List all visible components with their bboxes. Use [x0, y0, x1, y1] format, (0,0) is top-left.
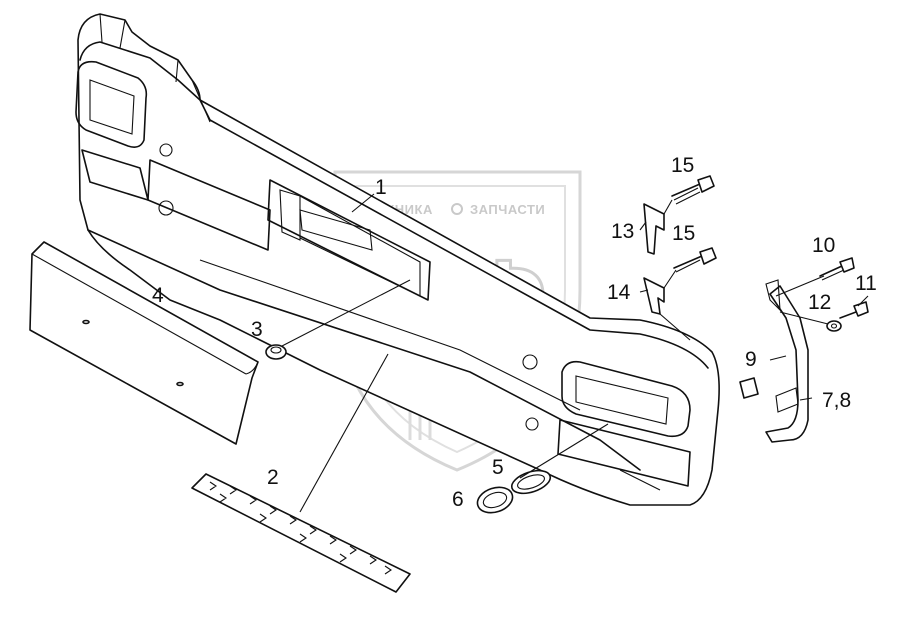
leader-1 [351, 193, 375, 213]
bolt-10 [819, 257, 855, 281]
leader-14-bumper [659, 313, 691, 341]
bumper-body [75, 13, 720, 506]
leader-7-8 [799, 397, 813, 401]
plate-panel [29, 241, 259, 445]
plate-panel-curve [245, 361, 259, 375]
callout-14: 14 [607, 281, 631, 304]
lamp-lens-inner [482, 491, 508, 509]
lamp-gasket [510, 469, 552, 495]
reflector-strip [191, 473, 411, 593]
mount-hole-right [522, 354, 538, 370]
leader-13 [639, 221, 647, 231]
bumper-top-cap [77, 13, 720, 506]
plate-panel-body [29, 241, 259, 445]
callouts: 1 2 3 4 5 6 7,8 9 10 11 12 13 14 15 15 [152, 154, 877, 511]
right-corner-edge [619, 319, 713, 491]
side-bracket [739, 257, 869, 443]
lamp-lens [476, 486, 514, 514]
right-fog-opening [557, 419, 691, 487]
washer-12-hole [830, 323, 838, 329]
callout-4: 4 [152, 284, 164, 307]
leader-12 [779, 311, 829, 325]
clip-inner [270, 346, 282, 354]
callout-5: 5 [492, 456, 504, 479]
callout-9: 9 [745, 348, 757, 371]
right-lamp-inner [575, 375, 669, 425]
mount-hole-left [158, 200, 174, 216]
side-bracket-tab [775, 387, 799, 413]
leader-10 [775, 275, 825, 297]
leader-2 [299, 353, 389, 513]
side-bracket-body [765, 285, 809, 443]
leader-9 [769, 355, 787, 361]
upper-brackets [643, 175, 717, 315]
leader-15-lower [663, 269, 677, 289]
clip [265, 344, 287, 360]
mount-hole-left-upper [159, 143, 173, 157]
callout-7-8: 7,8 [822, 389, 851, 412]
callout-13: 13 [611, 220, 634, 243]
plate-panel-top-edge [31, 253, 247, 375]
side-bracket-flange [765, 279, 781, 312]
tow-bracket [299, 209, 373, 251]
callout-3: 3 [251, 318, 263, 341]
bolt-15-lower [673, 247, 717, 273]
callout-15-lower: 15 [672, 222, 695, 245]
side-lamp-parts [476, 469, 552, 514]
bracket-14 [643, 277, 665, 315]
leader-11 [857, 295, 869, 307]
callout-2: 2 [267, 466, 279, 489]
strip-body [191, 473, 411, 593]
bumper-lower-groove [199, 259, 581, 411]
lamp-gasket-inner [517, 474, 545, 490]
leader-5 [519, 423, 609, 479]
bumper-lower-edge [87, 229, 641, 471]
bolt-15-upper [671, 175, 715, 205]
left-lamp-inner [89, 79, 135, 135]
callout-1: 1 [375, 176, 387, 199]
bolt-11 [839, 301, 869, 319]
strip-pattern [209, 481, 392, 575]
left-lamp-opening [75, 60, 148, 148]
plate-hole-right [176, 381, 184, 387]
leader-lines [281, 193, 869, 513]
callout-15-upper: 15 [671, 154, 694, 177]
bumper-top-ridge [99, 13, 211, 123]
leader-15-upper [663, 199, 673, 215]
center-tow-inner [279, 189, 421, 297]
washer-12 [826, 320, 842, 332]
callout-11: 11 [855, 272, 877, 295]
leader-14 [639, 289, 649, 293]
callout-6: 6 [452, 488, 464, 511]
callout-10: 10 [812, 234, 835, 257]
plate-hole-left [82, 319, 90, 325]
leader-3 [281, 279, 411, 347]
right-lamp-opening [561, 360, 691, 438]
plate-recess [147, 159, 271, 251]
callout-12: 12 [808, 291, 831, 314]
watermark-brand-right: ЗАПЧАСТИ [470, 202, 545, 217]
nut-plate [739, 377, 759, 399]
gear-icon [451, 203, 463, 215]
mount-hole-right-lower [525, 417, 539, 431]
bracket-13 [643, 203, 665, 255]
center-tow-opening [267, 179, 431, 301]
